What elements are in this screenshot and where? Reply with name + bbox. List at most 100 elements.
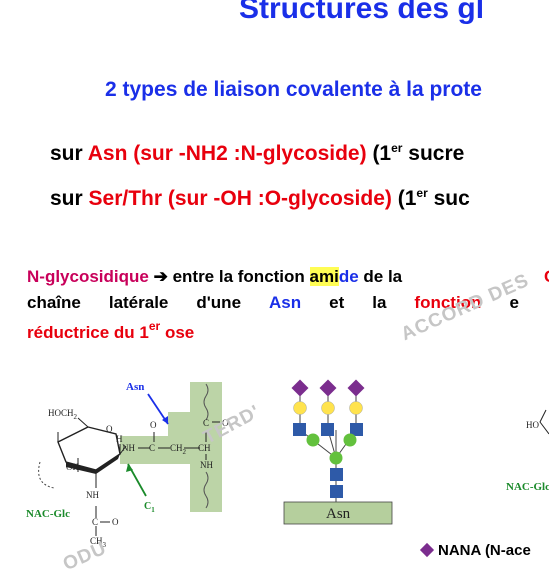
co-o-label: O	[222, 418, 229, 428]
hoch2-sub: 2	[74, 413, 78, 421]
blue-square-icon-3	[350, 423, 363, 436]
slide-title: Structures des gl	[239, 0, 485, 25]
line1-sup: er	[391, 141, 403, 155]
ch2-sub: 2	[183, 448, 187, 456]
wavy-line-top	[203, 383, 209, 421]
bond-ch2	[77, 417, 89, 428]
p1-blue-text: de	[338, 267, 359, 286]
p2-w2: latérale	[108, 293, 169, 312]
hoch2-label: HOCH2	[48, 408, 78, 421]
yellow-circle-icon-3	[349, 401, 363, 415]
ch3-label: CH3	[90, 536, 107, 549]
c1-text: C	[144, 501, 151, 512]
c-label: C	[149, 443, 155, 453]
mannose-circles	[306, 433, 357, 465]
right-nac-glc-label: NAC-Glc	[506, 481, 549, 493]
line2-open: (1	[391, 187, 417, 210]
side-nh-label: NH	[200, 460, 213, 470]
p2-et: et	[329, 293, 345, 312]
p1-clipped: C	[544, 267, 549, 287]
n-glycosidique-term: N-glycosidique	[27, 267, 149, 286]
p3-sup: er	[148, 319, 161, 333]
asn-base-box	[283, 501, 393, 525]
yellow-circle-icon-2	[321, 401, 335, 415]
p2-w3: d'une	[196, 293, 242, 312]
p2-fonction: fonction	[414, 293, 482, 312]
c1-sub: 1	[151, 506, 155, 514]
right-clipped-structure: HO NAC-Glc	[506, 409, 549, 493]
asn-highlight-box	[120, 382, 222, 512]
asn-base-label: Asn	[326, 506, 351, 522]
p3-end: ose	[160, 323, 195, 342]
p2-w1: chaîne	[27, 293, 81, 312]
glcnac-squares	[293, 423, 363, 498]
right-ring-fragment	[539, 409, 549, 435]
blue-square-icon-1	[293, 423, 306, 436]
oh-label: OH	[66, 462, 79, 472]
c-bottom-label: C	[92, 517, 98, 527]
ch2-label: CH2	[170, 443, 187, 456]
paragraph-line-1: N-glycosidique ➔ entre la fonction amide…	[27, 267, 549, 287]
galactose-circles	[293, 401, 363, 415]
highlighted-text: ami	[309, 267, 339, 286]
nana-diamonds	[291, 379, 365, 397]
ch2-text: CH	[170, 443, 183, 453]
bond-nh	[119, 445, 127, 455]
right-ho-label: HO	[526, 420, 539, 430]
p2-asn: Asn	[269, 293, 302, 312]
line2-sup: er	[416, 186, 428, 200]
n-glycoside-structure-diagram: Asn HOCH2 O OH H NH C O CH2 CH C O NH NH…	[26, 381, 229, 549]
ring-bold-edge	[66, 454, 120, 474]
nac-glc-label: NAC-Glc	[26, 508, 70, 520]
slide-subtitle: 2 types de liaison covalente à la prote	[105, 78, 482, 101]
nh-label: NH	[122, 443, 135, 453]
asn-label: Asn	[126, 381, 144, 393]
hoch2-text: HOCH	[48, 408, 74, 418]
green-circle-icon-2	[343, 433, 357, 447]
asn-linkage-line: sur Asn (sur -NH2 :N-glycoside) (1er suc…	[50, 141, 464, 166]
h-label: H	[116, 434, 123, 444]
line1-suffix: sucre	[402, 142, 465, 165]
paragraph-line-2: chaîne latérale d'une Asn et la fonction…	[27, 293, 519, 313]
ch3-sub: 3	[103, 541, 107, 549]
blue-square-icon-5	[330, 485, 343, 498]
glycan-tree-diagram: Asn	[283, 379, 393, 525]
dashed-arc	[38, 461, 55, 489]
legend-nana: NANA (N-ace	[419, 542, 531, 559]
yellow-circle-icon-1	[293, 401, 307, 415]
ring-o-label: O	[106, 424, 113, 434]
co-c-label: C	[203, 418, 209, 428]
c-o-label: O	[150, 420, 157, 430]
diamond-icon	[419, 542, 435, 558]
green-circle-icon-3	[329, 451, 343, 465]
p2-la: la	[372, 293, 387, 312]
paragraph-line-3: réductrice du 1er ose	[27, 319, 194, 343]
ch3-text: CH	[90, 536, 103, 546]
line1-open: (1	[366, 142, 392, 165]
diamond-icon-3	[347, 379, 365, 397]
p1-text-1: entre la fonction	[167, 267, 310, 286]
asn-arrowhead-icon	[162, 416, 168, 424]
p2-e: e	[509, 293, 519, 312]
arrow-icon: ➔	[153, 267, 168, 286]
ch-label: CH	[198, 443, 211, 453]
line2-prefix: sur	[50, 187, 89, 210]
c1-label: C1	[144, 501, 155, 514]
p1-text-3: de la	[358, 267, 403, 286]
blue-square-icon-2	[321, 423, 334, 436]
line1-red: Asn (sur -NH2 :N-glycoside)	[87, 142, 367, 165]
nh-bottom-label: NH	[86, 490, 99, 500]
line1-prefix: sur	[50, 142, 88, 165]
diamond-icon-2	[319, 379, 337, 397]
diamond-icon-1	[291, 379, 309, 397]
line2-suffix: suc	[427, 187, 470, 210]
green-circle-icon-1	[306, 433, 320, 447]
o-bottom-label: O	[112, 517, 119, 527]
blue-square-icon-4	[330, 468, 343, 481]
line2-red: Ser/Thr (sur -OH :O-glycoside)	[88, 187, 392, 210]
wavy-line-bottom	[203, 471, 209, 509]
c1-arrowhead-icon	[126, 464, 133, 472]
ser-thr-linkage-line: sur Ser/Thr (sur -OH :O-glycoside) (1er …	[50, 186, 470, 211]
p3-main: réductrice du 1	[27, 323, 149, 342]
legend-text: NANA (N-ace	[438, 542, 531, 559]
